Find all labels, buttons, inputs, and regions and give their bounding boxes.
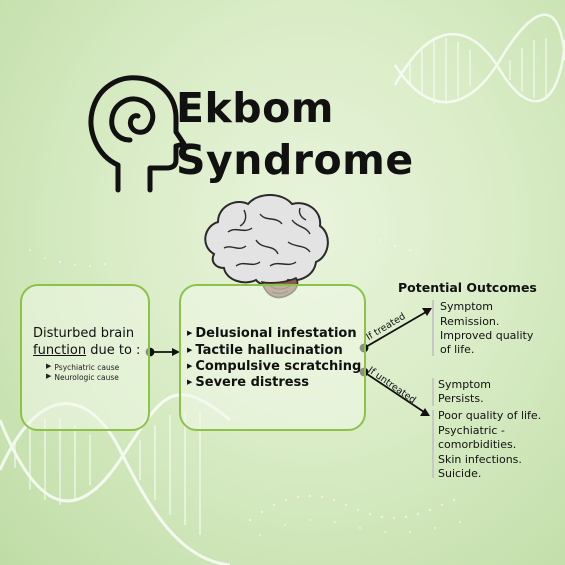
title-line-1: Ekbom — [176, 84, 335, 132]
triangle-bullet-icon: ▶ — [187, 346, 193, 354]
untreated-outcome-line: Poor quality of life. — [438, 409, 542, 422]
triangle-bullet-icon: ▶ — [187, 362, 193, 370]
untreated-outcome-line: comorbidities. — [438, 438, 517, 451]
outcomes-title: Potential Outcomes — [398, 280, 537, 295]
treated-outcome-line: Symptom — [440, 300, 493, 313]
symptoms-box — [179, 284, 366, 431]
cause-item: ▶Neurologic cause — [46, 372, 119, 382]
treated-arrow — [363, 311, 427, 349]
triangle-bullet-icon: ▶ — [187, 378, 193, 386]
untreated-outcome-line: Suicide. — [438, 467, 482, 480]
treated-outcome-line: Remission. — [440, 315, 500, 328]
treated-outcome-line: of life. — [440, 343, 475, 356]
cause-line-2: function due to : — [33, 343, 158, 358]
title-line-2: Syndrome — [176, 136, 414, 184]
triangle-bullet-icon: ▶ — [46, 372, 52, 380]
brain-illustration — [204, 194, 329, 299]
untreated-outcome-line: Skin infections. — [438, 453, 522, 466]
untreated-arrowhead — [420, 408, 430, 416]
dna-helix-top-right — [393, 13, 565, 104]
symptom-item: ▶Severe distress — [187, 375, 310, 390]
triangle-bullet-icon: ▶ — [187, 329, 193, 337]
head-spiral-icon — [88, 75, 187, 193]
symptom-item: ▶Compulsive scratching — [187, 359, 362, 374]
symptom-item: ▶Delusional infestation — [187, 326, 357, 341]
dotted-wave — [29, 239, 461, 536]
cause-arrowhead — [172, 348, 180, 356]
triangle-bullet-icon: ▶ — [46, 362, 52, 370]
untreated-arrow — [363, 371, 425, 413]
cause-line-2-rest: due to : — [86, 343, 141, 358]
treated-outcome-bar — [432, 300, 434, 356]
untreated-outcome-line: Psychiatric - — [438, 424, 505, 437]
untreated-outcome-line: Persists. — [438, 392, 484, 405]
symptom-item: ▶Tactile hallucination — [187, 343, 343, 358]
cause-box — [20, 284, 150, 431]
cause-line-1: Disturbed brain — [33, 326, 135, 341]
untreated-outcome-line: Symptom — [438, 378, 491, 391]
cause-underlined-word: function — [33, 343, 87, 358]
untreated-outcome-bar-2 — [432, 410, 434, 478]
cause-item: ▶Psychiatric cause — [46, 362, 120, 372]
treated-arrowhead — [422, 308, 432, 316]
treated-outcome-line: Improved quality — [440, 329, 534, 342]
untreated-outcome-bar-1 — [432, 378, 434, 406]
